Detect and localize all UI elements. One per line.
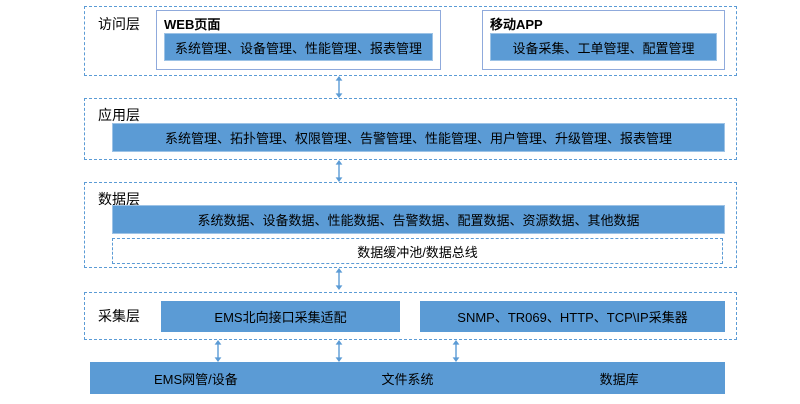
data-bus-box: 数据缓冲池/数据总线 <box>112 238 723 264</box>
access-layer-label: 访问层 <box>98 16 140 32</box>
ems-northbound-adapter-bar: EMS北向接口采集适配 <box>161 301 400 332</box>
collection-layer-label: 采集层 <box>98 308 140 324</box>
protocol-collector-bar: SNMP、TR069、HTTP、TCP\IP采集器 <box>420 301 725 332</box>
data-layer-label: 数据层 <box>98 191 140 207</box>
web-page-modules-bar: 系统管理、设备管理、性能管理、报表管理 <box>164 33 433 61</box>
data-source-filesystem: 文件系统 <box>381 371 434 387</box>
data-types-bar: 系统数据、设备数据、性能数据、告警数据、配置数据、资源数据、其他数据 <box>112 205 725 234</box>
connector-access-to-application-icon <box>333 76 345 98</box>
data-source-database: 数据库 <box>599 371 639 387</box>
connector-collection-to-filesystem-icon <box>333 340 345 362</box>
connector-collection-to-ems-icon <box>212 340 224 362</box>
connector-data-to-collection-icon <box>333 268 345 290</box>
data-source-ems: EMS网管/设备 <box>153 371 238 387</box>
data-sources-bar: EMS网管/设备 文件系统 数据库 <box>90 362 725 394</box>
mobile-app-panel-title: 移动APP <box>490 17 543 32</box>
mobile-app-modules-bar: 设备采集、工单管理、配置管理 <box>490 33 717 61</box>
connector-collection-to-database-icon <box>450 340 462 362</box>
application-layer-label: 应用层 <box>98 107 140 123</box>
web-page-panel-title: WEB页面 <box>164 17 221 32</box>
application-modules-bar: 系统管理、拓扑管理、权限管理、告警管理、性能管理、用户管理、升级管理、报表管理 <box>112 123 725 152</box>
connector-application-to-data-icon <box>333 160 345 182</box>
